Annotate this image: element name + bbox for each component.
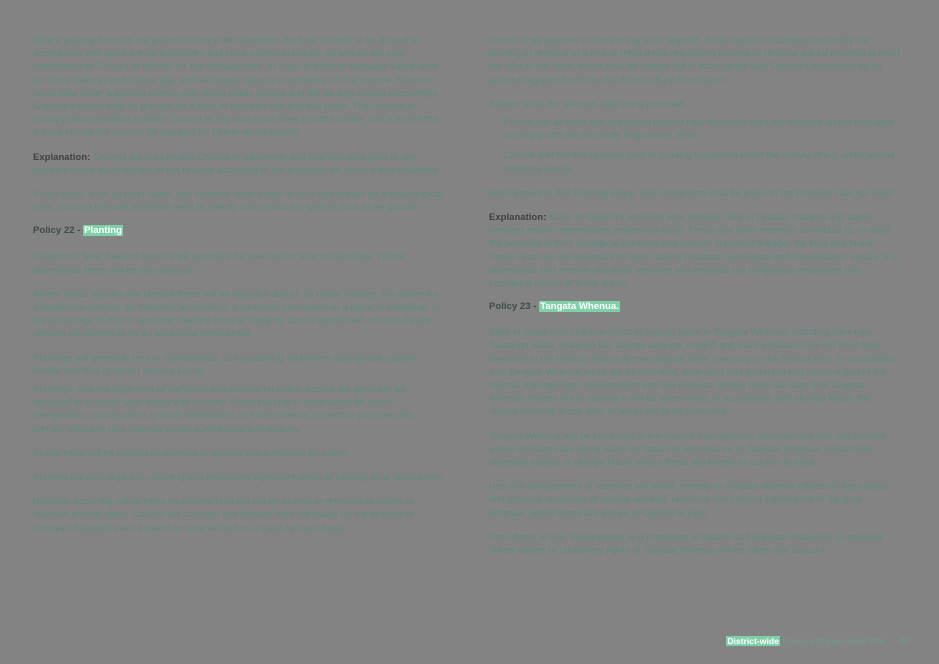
- paragraph-subject-to-data: Subject to all the relevant data being p…: [489, 97, 687, 109]
- policy-22-name: Planting: [83, 225, 123, 237]
- paragraph-native-tree-pruning: Naturally occurring native trees on rese…: [33, 495, 415, 533]
- footer-doc-scope: District-wide: [726, 636, 780, 646]
- paragraph-council-approval: Council may approve or decline any such …: [489, 34, 900, 85]
- policy-22-number: Policy 22 -: [33, 225, 84, 237]
- paragraph-older-cattle: Some stock, such as older cattle, can ho…: [33, 188, 443, 213]
- right-column: Council may approve or decline any such …: [489, 33, 901, 567]
- explanation-grazing: Explanation: Grazing licences enable Cou…: [33, 150, 445, 176]
- list-item: Ensure that all trees and vegetation pla…: [492, 114, 901, 141]
- paragraph-adverse-effects: Use and development of reserves will avo…: [489, 480, 888, 518]
- explanation-label: Explanation:: [489, 211, 547, 223]
- electricity-requirements-list: Ensure that all trees and vegetation pla…: [489, 114, 901, 175]
- paragraph-significant-views: Planting will give regard to retaining a…: [33, 471, 445, 483]
- explanation-body: Many of Council's reserves abut harbour,…: [489, 211, 898, 289]
- paragraph-tangata-whenua-consultation: Tangata Whenua will be consulted in the …: [489, 429, 887, 468]
- paragraph-low-maintenance: Plantings will generally be low maintena…: [33, 351, 418, 376]
- list-item: Consult with the line operator prior to …: [492, 147, 901, 174]
- explanation-planting: Explanation: Many of Council's reserves …: [489, 210, 901, 289]
- policy-23-heading: Policy 23 - Tangata Whenua.: [489, 300, 901, 314]
- policy-22-heading: Policy 22 - Planting: [33, 224, 445, 238]
- two-column-layout: Where grazing licences are granted Counc…: [33, 33, 909, 567]
- footer-doc-title: Reserve Management Plan: [779, 636, 887, 646]
- paragraph-pathway-alignment: Plantings, and the alignment of pathways…: [33, 383, 415, 434]
- paragraph-indigenous-species: Indigenous New Zealand species will gene…: [33, 250, 405, 275]
- paragraph-shade-trees: Shade trees will be planted in reserves …: [33, 446, 349, 458]
- paragraph-special-value-sites: Sites or areas with characteristics of s…: [489, 326, 900, 417]
- paragraph-grazing-licences: Where grazing licences are granted Counc…: [33, 34, 439, 138]
- policy-23-number: Policy 23 -: [489, 301, 540, 313]
- page-footer: District-wide Reserve Management Plan 20: [0, 635, 909, 647]
- explanation-label: Explanation:: [33, 150, 91, 162]
- paragraph-treaty-claims: The effects of use, development and prot…: [489, 530, 883, 556]
- policy-23-name: Tangata Whenua.: [539, 301, 620, 313]
- footer-page-number: 20: [899, 636, 909, 646]
- paragraph-property-law-act: With respect to this Planting policy, du…: [489, 186, 896, 198]
- paragraph-exotic-species: Where exotic species are planted these w…: [33, 287, 442, 339]
- explanation-body: Grazing licences enable Council to admin…: [33, 150, 441, 175]
- left-column: Where grazing licences are granted Counc…: [33, 33, 445, 545]
